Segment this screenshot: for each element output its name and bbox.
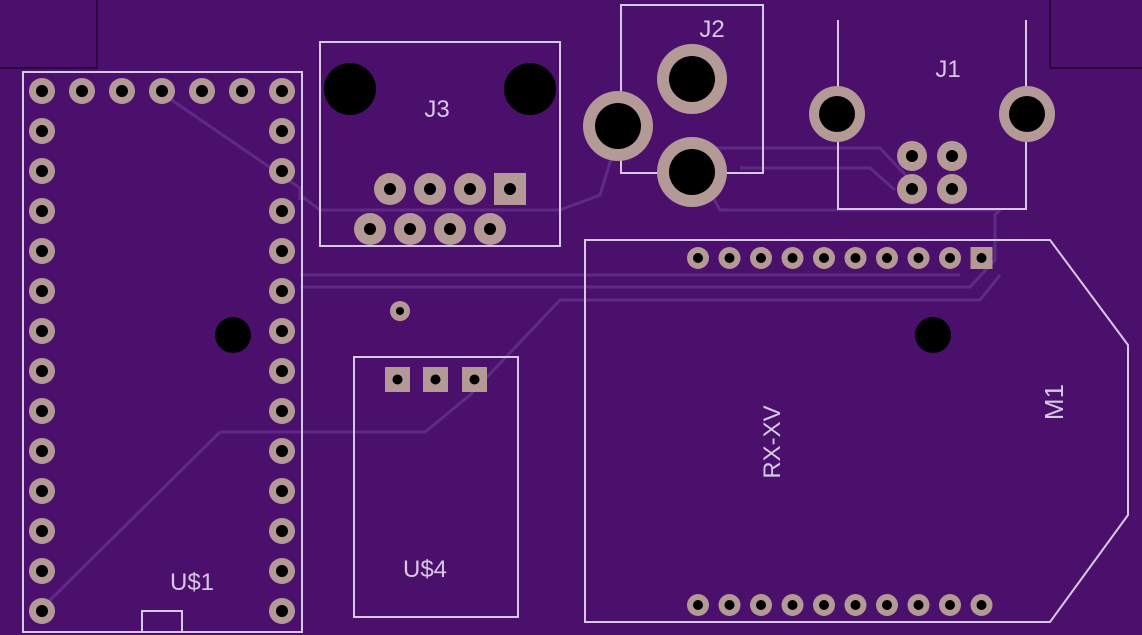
pin-hole	[36, 165, 48, 177]
u1-right-pin-column	[269, 78, 295, 624]
pin-hole	[276, 605, 288, 617]
pin-hole	[756, 600, 766, 610]
pin-hole	[36, 125, 48, 137]
j3-pin-row-top	[374, 173, 526, 205]
pin-hole	[76, 85, 88, 97]
j3-outline	[319, 41, 561, 247]
board-edge-left-notch	[0, 0, 98, 69]
pin-hole	[156, 85, 168, 97]
u4-label: U$4	[403, 556, 447, 583]
pin-hole	[913, 600, 924, 610]
j3-pin-row-bottom	[354, 213, 506, 245]
pin-hole	[276, 325, 288, 337]
pin-hole	[276, 125, 288, 137]
j3-mounting-hole-left	[324, 63, 376, 115]
pin-hole	[787, 253, 798, 263]
pin-hole	[276, 365, 288, 377]
pin-hole	[693, 600, 703, 610]
u1-notch	[141, 610, 183, 632]
pin-hole	[36, 445, 48, 457]
u1-outline	[22, 71, 303, 633]
j1-connector: J1	[809, 20, 1055, 210]
pin-hole	[36, 205, 48, 217]
pin-hole	[276, 245, 288, 257]
pin-hole	[693, 253, 703, 263]
m1-bottom-pin-row	[687, 594, 993, 616]
pin-hole	[36, 605, 48, 617]
pin-hole	[36, 485, 48, 497]
pin-hole	[882, 253, 892, 263]
pin-hole	[819, 253, 829, 263]
pin-hole	[116, 85, 128, 97]
pin-hole	[276, 485, 288, 497]
u1-left-pin-column	[29, 78, 55, 624]
pin-hole	[819, 600, 829, 610]
pin-hole	[850, 253, 861, 263]
pin-hole	[945, 600, 955, 610]
u4-component: U$4	[353, 356, 519, 618]
m1-top-pin-row	[687, 247, 993, 269]
pin-hole	[276, 525, 288, 537]
u4-outline	[353, 356, 519, 618]
rx-label: RX-XV	[759, 405, 786, 478]
u1-mounting-hole	[215, 317, 251, 353]
pin-hole	[36, 525, 48, 537]
pin-hole	[196, 85, 208, 97]
j2-connector: J2	[583, 4, 764, 207]
j1-label: J1	[935, 56, 960, 83]
pin-hole	[724, 253, 735, 263]
j3-connector: J3	[319, 41, 561, 247]
u1-component: U$1	[22, 71, 303, 633]
m1-label: M1	[1039, 384, 1069, 420]
pin-hole	[276, 445, 288, 457]
pin-hole	[882, 600, 892, 610]
pin-hole	[976, 600, 987, 610]
j3-mounting-hole-right	[504, 63, 556, 115]
pin-hole	[276, 405, 288, 417]
j3-label: J3	[424, 96, 449, 123]
m1-mounting-hole	[915, 317, 951, 353]
pin-hole	[36, 85, 48, 97]
pin-hole	[756, 253, 766, 263]
pin-hole	[36, 405, 48, 417]
pin-hole	[36, 325, 48, 337]
j2-label: J2	[699, 16, 724, 43]
pin-hole	[276, 565, 288, 577]
pin-hole	[36, 245, 48, 257]
pin-hole	[236, 85, 248, 97]
pin-hole	[36, 365, 48, 377]
u1-label: U$1	[170, 569, 214, 596]
pin-hole	[850, 600, 861, 610]
pin-hole	[976, 253, 987, 263]
pin-hole	[913, 253, 924, 263]
m1-module: RX-XV M1	[584, 239, 1129, 623]
m1-outline	[584, 239, 1129, 623]
pin-hole	[724, 600, 735, 610]
pin-hole	[36, 285, 48, 297]
pin-hole	[276, 165, 288, 177]
pin-hole	[276, 285, 288, 297]
pin-hole	[945, 253, 955, 263]
pin-hole	[787, 600, 798, 610]
board-edge-right-notch	[1049, 0, 1142, 69]
pin-hole	[276, 205, 288, 217]
u1-top-pin-row	[69, 78, 255, 104]
pin-hole	[36, 565, 48, 577]
pin-hole	[276, 85, 288, 97]
